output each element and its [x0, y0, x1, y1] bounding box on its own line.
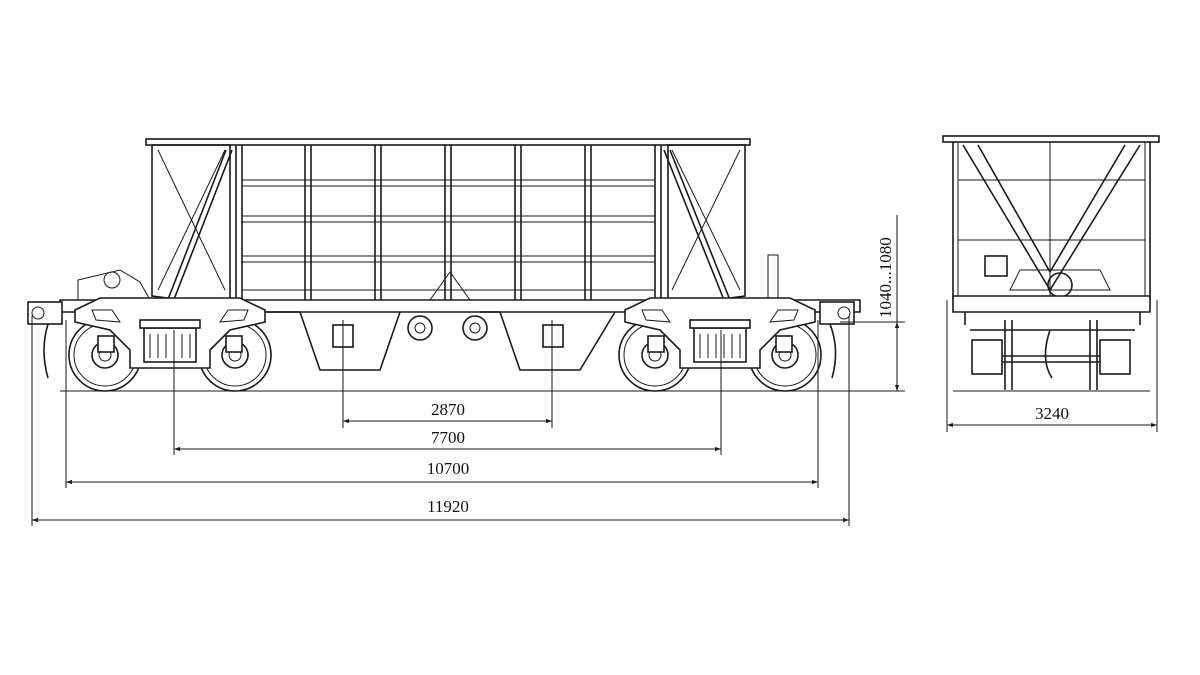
- dim-2870-label: 2870: [431, 400, 465, 419]
- body-outline: [151, 145, 746, 307]
- body-posts: [235, 145, 662, 306]
- dim-11920-label: 11920: [427, 497, 469, 516]
- coupler-right: [819, 301, 855, 379]
- strut-right: [663, 149, 739, 321]
- top-rail: [145, 138, 751, 146]
- extension-lines: [31, 316, 905, 526]
- end-brace-left: [157, 149, 226, 291]
- dim-height-label: 1040...1080: [876, 237, 895, 318]
- dim-2870: 2870: [343, 400, 552, 424]
- end-view: [942, 135, 1160, 432]
- dim-10700: 10700: [66, 459, 818, 485]
- side-view: [27, 138, 905, 392]
- body-belts: [242, 179, 655, 291]
- dim-11920: 11920: [32, 497, 849, 523]
- strut-left: [159, 149, 233, 321]
- hopper-pocket-right: [480, 311, 616, 371]
- dim-height: 1040...1080: [876, 215, 900, 391]
- dim-7700: 7700: [174, 428, 721, 452]
- dim-3240: 3240: [947, 404, 1157, 428]
- hopper-pocket-left: [260, 311, 401, 371]
- end-brace-right: [671, 149, 741, 291]
- dim-10700-label: 10700: [427, 459, 470, 478]
- dim-3240-label: 3240: [1035, 404, 1069, 423]
- bogie-left: [68, 297, 272, 392]
- coupler-left: [27, 301, 63, 379]
- bogie-right: [618, 297, 822, 392]
- dim-7700-label: 7700: [431, 428, 465, 447]
